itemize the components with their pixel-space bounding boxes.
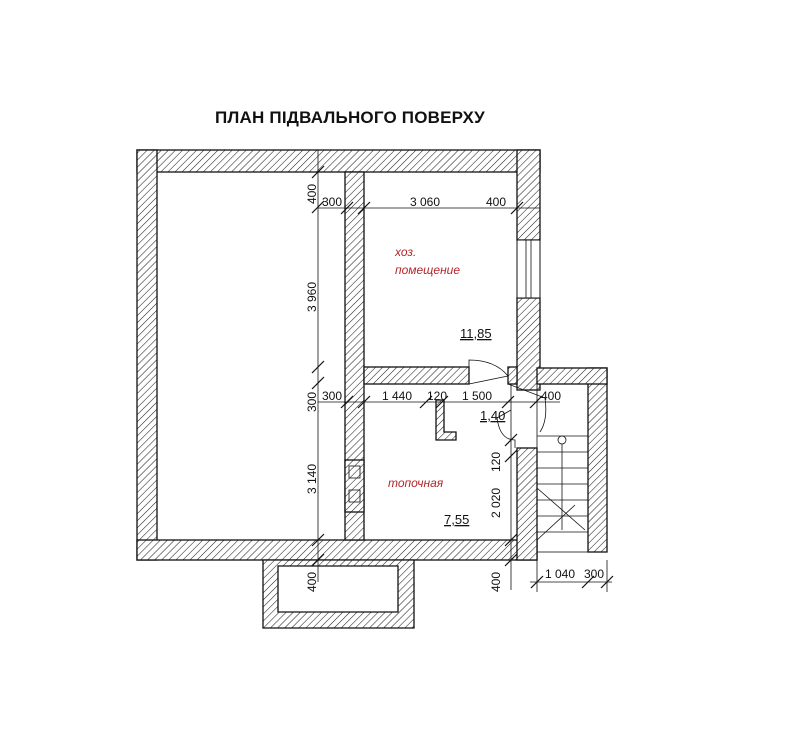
wall-bottom [136,539,538,561]
wall-stair-top [536,367,608,385]
room-storage-name-2: помещение [395,263,460,277]
room-boiler-area: 7,55 [444,512,469,527]
wall-right-lower [516,447,538,561]
door-storage [468,359,509,385]
wall-top [136,149,541,173]
chimney [344,459,365,513]
dim-vert-2020: 2 020 [489,488,503,518]
wall-interior-horizontal-left [363,366,470,385]
wall-annex [262,559,415,629]
room-hall-area: 1,40 [480,408,505,423]
room-boiler-name: топочная [388,476,444,490]
dim-top-left: 300 [322,195,342,209]
dim-stair-b: 300 [584,567,604,581]
dim-mid-left: 300 [322,389,342,403]
window [516,239,541,299]
dim-mid-c: 1 500 [462,389,492,403]
dim-mid-a: 1 440 [382,389,412,403]
plan-title: ПЛАН ПІДВАЛЬНОГО ПОВЕРХУ [215,108,485,127]
wall-interior-vertical [344,171,365,541]
dim-vert-400-top: 400 [305,184,319,204]
dim-vert-400-bottom: 400 [305,572,319,592]
dim-vert-3960: 3 960 [305,282,319,312]
door-boiler [496,409,516,448]
wall-hall-partition [435,399,457,441]
chimney-flue-2 [348,489,361,503]
dimension-lines [311,150,614,592]
dim-vert-120: 120 [489,452,503,472]
wall-left [136,149,158,561]
dim-vert-3140: 3 140 [305,464,319,494]
dim-vert-400-right: 400 [489,572,503,592]
wall-stair-right [587,367,608,553]
dim-mid-b: 120 [427,389,447,403]
chimney-flue-1 [348,465,361,479]
dim-stair-a: 1 040 [545,567,575,581]
dim-top-mid: 3 060 [410,195,440,209]
dim-top-right: 400 [486,195,506,209]
dim-mid-right: 400 [541,389,561,403]
walls [136,149,608,629]
room-storage-area: 11,85 [460,326,492,341]
room-storage-name-1: хоз. [394,245,416,259]
door-hall [507,383,547,433]
wall-interior-horizontal-right [507,366,518,385]
dim-vert-300: 300 [305,392,319,412]
wall-right-upper [516,149,541,241]
stairs [536,383,589,553]
